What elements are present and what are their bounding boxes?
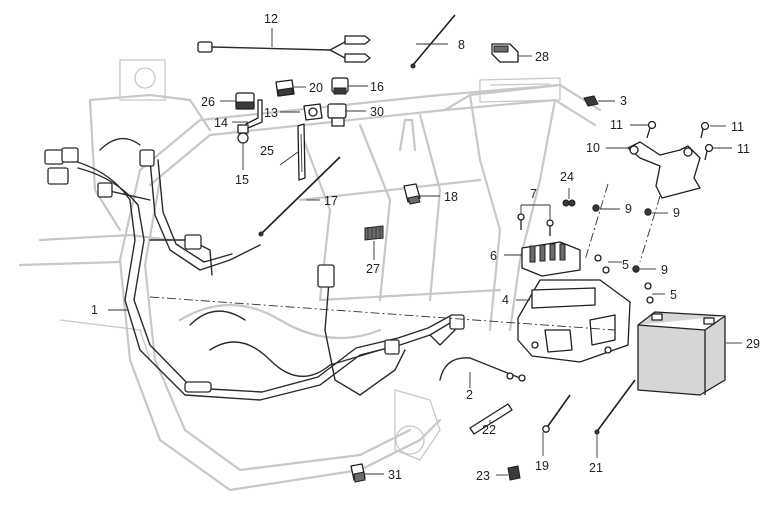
main-wire-harness (44, 137, 465, 401)
callout-9b: 9 (673, 206, 680, 220)
callout-15: 15 (235, 173, 249, 187)
part-20-connector (275, 79, 295, 97)
callout-3: 3 (620, 94, 627, 108)
callout-21: 21 (589, 461, 603, 475)
callout-13: 13 (264, 106, 278, 120)
part-25-strap (297, 123, 306, 181)
part-9-nut-b (644, 208, 652, 216)
callout-23: 23 (476, 469, 490, 483)
part-5-screw-b (644, 282, 654, 304)
callout-22: 22 (482, 423, 496, 437)
part-11-screw-b (700, 121, 710, 139)
callout-14: 14 (214, 116, 228, 130)
callout-9a: 9 (625, 202, 632, 216)
callout-24: 24 (560, 170, 574, 184)
callout-5b: 5 (670, 288, 677, 302)
part-6-fuse-box (521, 241, 581, 277)
part-2-lead-wire (439, 357, 526, 382)
callout-31: 31 (388, 468, 402, 482)
part-26-relay (235, 92, 255, 110)
alignment-line-bracket (584, 183, 609, 261)
callout-6: 6 (490, 249, 497, 263)
alignment-line (149, 296, 616, 331)
part-27-spring (364, 225, 384, 241)
callout-12: 12 (264, 12, 278, 26)
callout-9c: 9 (661, 263, 668, 277)
part-4-control-unit (517, 279, 631, 363)
part-28-relay (491, 43, 519, 63)
part-3-clip (583, 95, 599, 107)
part-9-nut-c (632, 265, 640, 273)
part-22-strap (469, 403, 513, 435)
callout-18: 18 (444, 190, 458, 204)
callout-17: 17 (324, 194, 338, 208)
part-18-connector (403, 183, 421, 205)
callout-7: 7 (530, 187, 537, 201)
callout-11a: 11 (610, 118, 623, 132)
part-7-bolt-a (517, 213, 525, 230)
alignment-line-bracket-2 (639, 195, 661, 263)
part-21-cable-tie (594, 379, 636, 435)
callout-10: 10 (586, 141, 600, 155)
callout-5a: 5 (622, 258, 629, 272)
leader-lines (108, 28, 742, 476)
part-29-battery (637, 311, 726, 396)
callout-8: 8 (458, 38, 465, 52)
part-9-nut-a (592, 204, 600, 212)
callouts: 1 2 3 4 5 5 6 7 8 9 9 9 10 11 11 11 12 1… (91, 12, 760, 483)
callout-26: 26 (201, 95, 215, 109)
callout-19: 19 (535, 459, 549, 473)
part-5-screw-a (594, 254, 610, 274)
callout-30: 30 (370, 105, 384, 119)
callout-16: 16 (370, 80, 384, 94)
part-31-connector (350, 463, 366, 483)
part-11-screw-a (646, 120, 657, 139)
part-19-long-bolt (542, 394, 571, 433)
callout-28: 28 (535, 50, 549, 64)
part-16-connector (331, 77, 349, 95)
part-15-rubber-mount (237, 124, 249, 144)
part-11-screw-c (704, 143, 714, 161)
callout-1: 1 (91, 303, 98, 317)
part-7-bolt-b (546, 219, 554, 236)
callout-11b: 11 (731, 120, 744, 134)
part-8-cable-tie (410, 14, 456, 69)
callout-27: 27 (366, 262, 380, 276)
callout-4: 4 (502, 293, 509, 307)
part-17-cable-tie (258, 156, 341, 237)
callout-2: 2 (466, 388, 473, 402)
part-23-clip (507, 465, 521, 481)
part-10-battery-bracket (627, 141, 701, 199)
part-13-coupler (303, 103, 323, 121)
frame-outline (18, 59, 602, 492)
callout-20: 20 (309, 81, 323, 95)
callout-11c: 11 (737, 142, 750, 156)
callout-29: 29 (746, 337, 760, 351)
part-24-nut (562, 199, 576, 207)
part-12-wire-lead (197, 35, 371, 63)
callout-25: 25 (260, 144, 274, 158)
